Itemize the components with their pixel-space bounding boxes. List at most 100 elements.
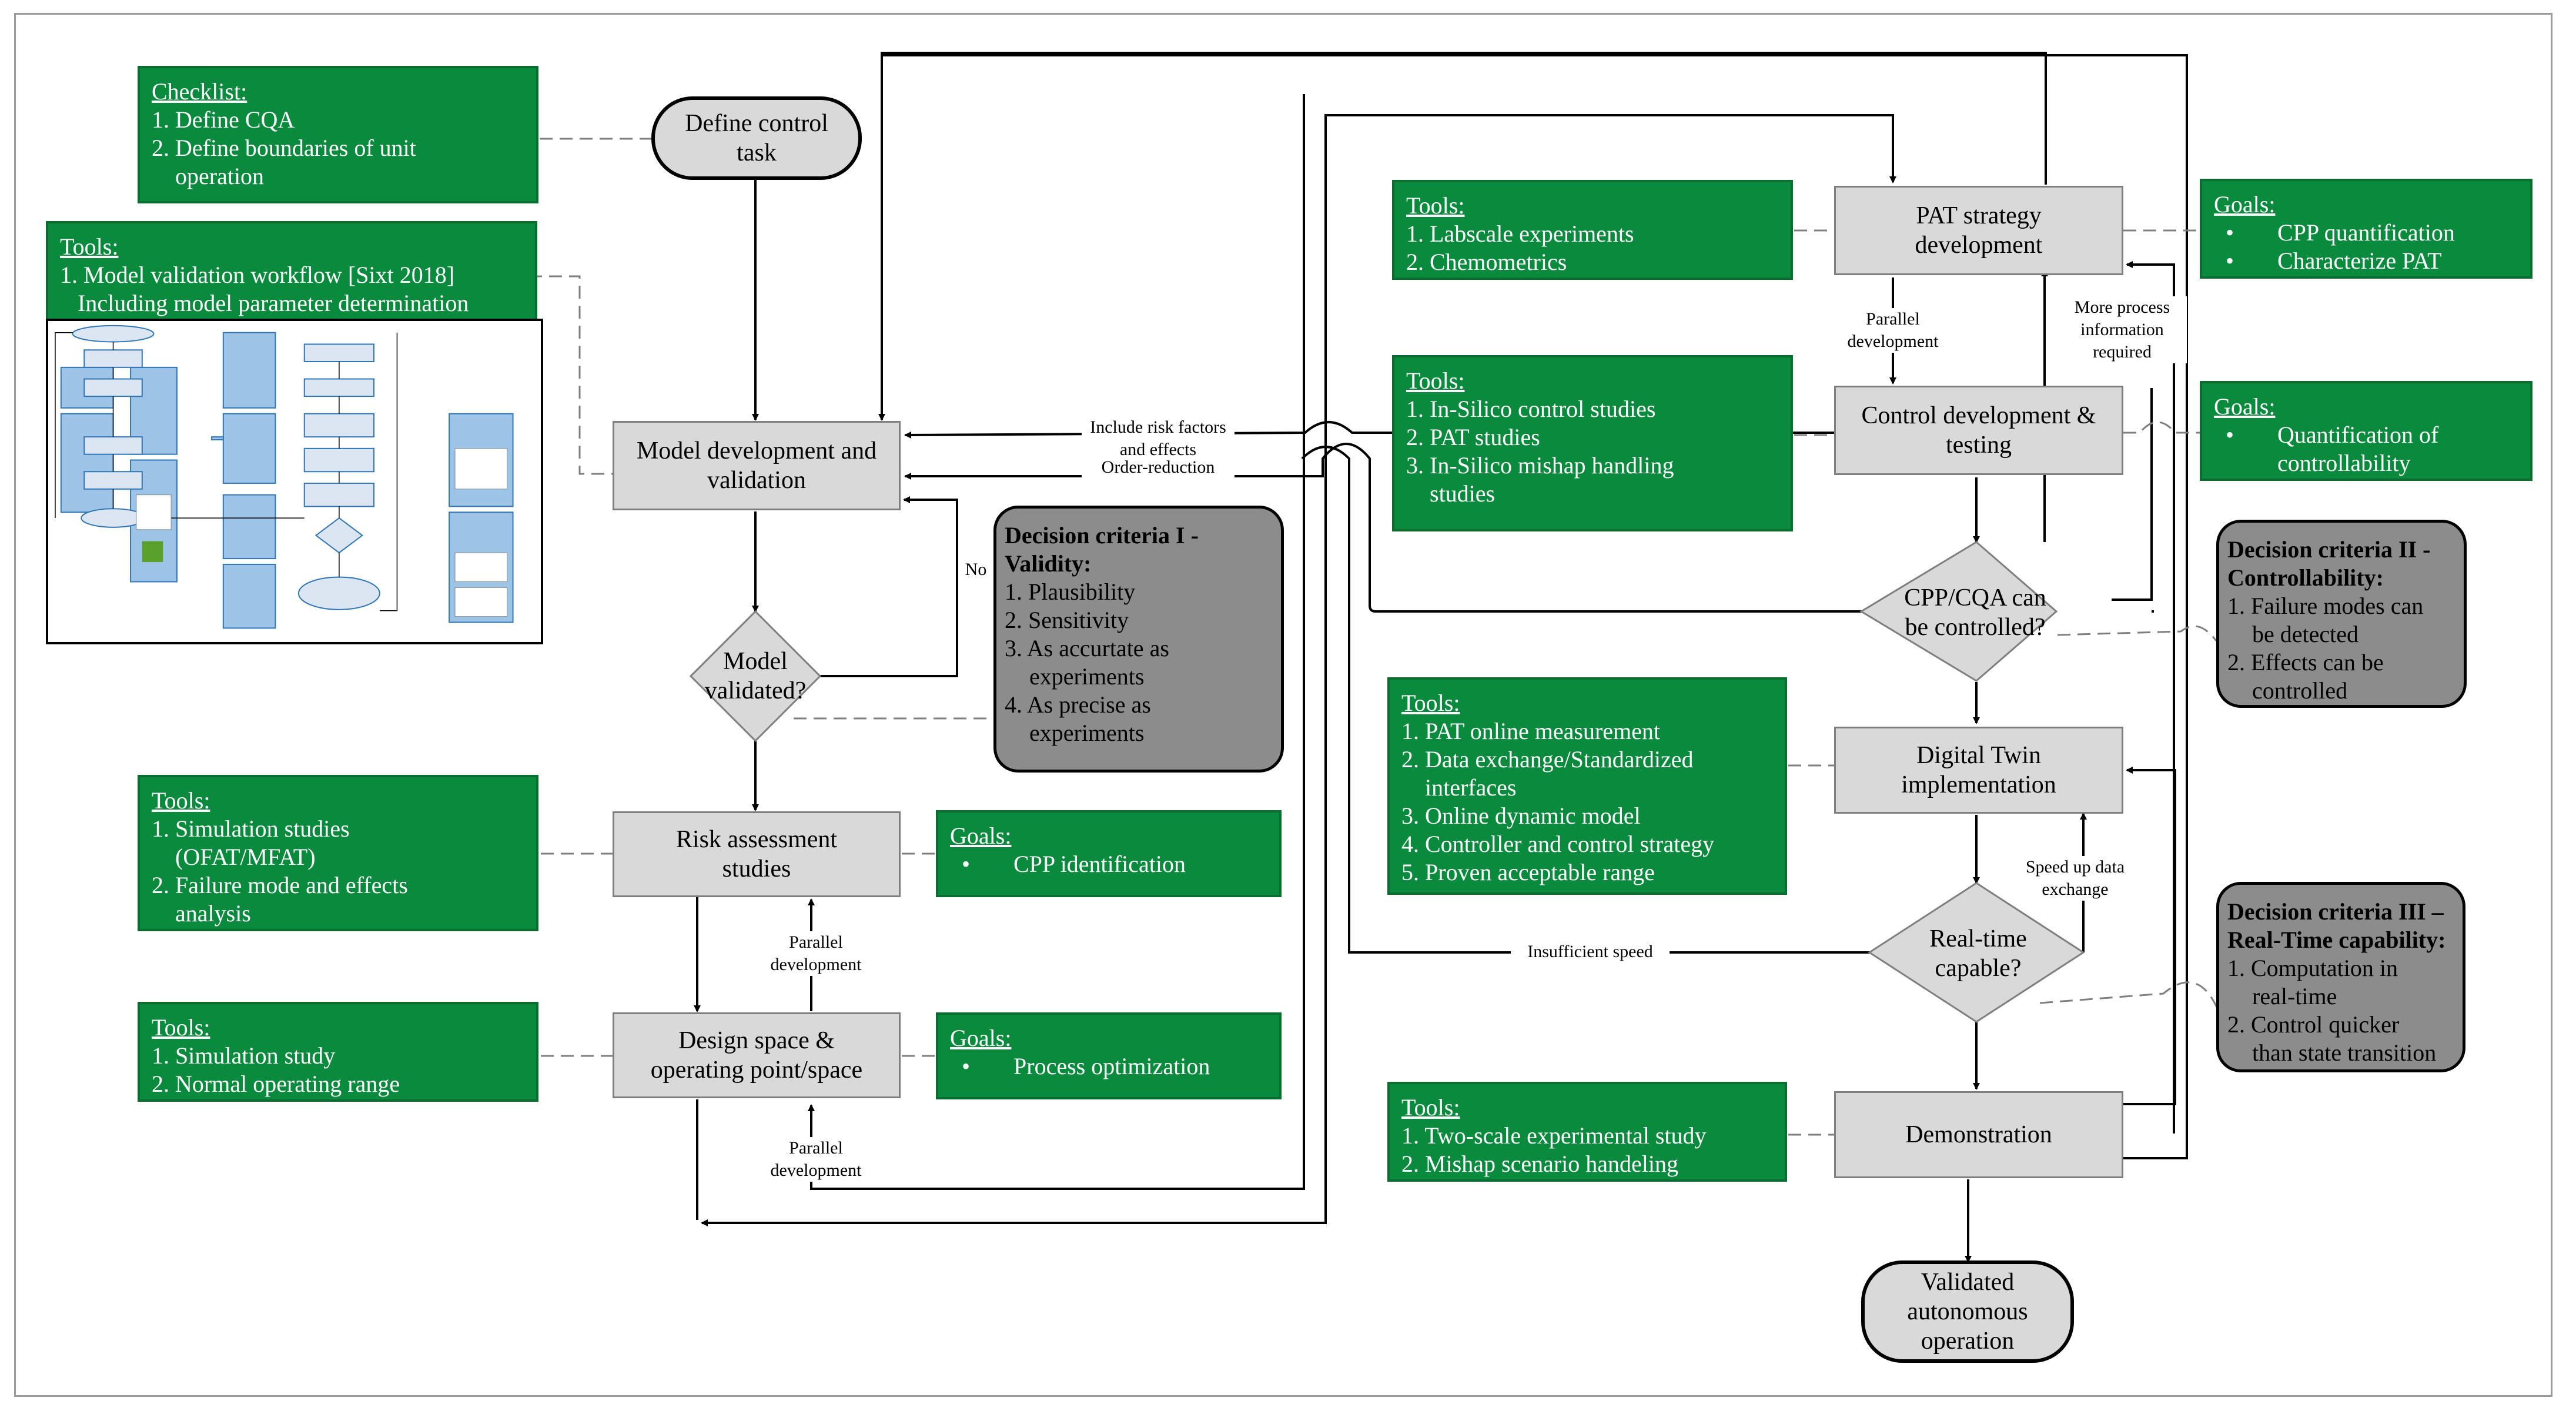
tools-pat-box: Tools: 1. Labscale experiments 2. Chemom… — [1392, 180, 1793, 280]
tools-item: analysis — [175, 900, 251, 927]
label-no: No — [958, 559, 993, 581]
decision-model-validated — [689, 610, 822, 743]
goals-design-box: Goals: Process optimization — [936, 1012, 1282, 1099]
tools-title: Tools: — [1401, 690, 1460, 716]
workflow-thumbnail-graphic — [55, 325, 514, 629]
step-pat-strategy: PAT strategy development — [1834, 186, 2123, 275]
dash-goals-control — [2123, 421, 2200, 434]
label-parallel-dev-design: Parallel development — [751, 1137, 881, 1182]
checklist-box: Checklist: 1. Define CQA 2. Define bound… — [138, 66, 538, 203]
step-risk-assessment: Risk assessment studies — [613, 811, 901, 897]
arrow-insufficient-speed — [1301, 446, 1875, 954]
criteria-item: 1. Failure modes can — [2227, 593, 2424, 619]
tools-item: 2. PAT studies — [1406, 424, 1540, 450]
label-insufficient-speed: Insufficient speed — [1511, 941, 1670, 963]
criteria-title: Decision criteria III – — [2227, 898, 2444, 925]
decision-real-time — [1868, 882, 2085, 1023]
step-define-control-task: Define control task — [651, 96, 862, 180]
criteria-title: Real-Time capability: — [2227, 927, 2446, 953]
tools-item: 1. Simulation study — [152, 1042, 336, 1069]
arrow-top-loop-to-model — [878, 52, 2047, 421]
criteria-item: 1. Plausibility — [1005, 579, 1136, 605]
decision-criteria-1: Decision criteria I - Validity: 1. Plaus… — [993, 506, 1284, 773]
label-include-risk: Include risk factors and effects — [1082, 416, 1235, 461]
goals-title: Goals: — [2214, 393, 2276, 420]
criteria-item: 1. Computation in — [2227, 955, 2398, 981]
criteria-title: Controllability: — [2227, 564, 2384, 591]
checklist-title: Checklist: — [152, 78, 247, 105]
criteria-item: 4. As precise as — [1005, 691, 1151, 718]
criteria-item: experiments — [1029, 663, 1145, 690]
step-design-space: Design space & operating point/space — [613, 1012, 901, 1098]
decision-criteria-2: Decision criteria II - Controllability: … — [2216, 520, 2467, 708]
tools-item: 2. Mishap scenario handeling — [1401, 1151, 1678, 1177]
tools-title: Tools: — [1406, 192, 1465, 219]
tools-item: 3. In-Silico mishap handling — [1406, 452, 1674, 479]
tools-risk-box: Tools: 1. Simulation studies (OFAT/MFAT)… — [138, 775, 538, 931]
goals-item: CPP quantification — [2214, 219, 2518, 247]
goals-risk-box: Goals: CPP identification — [936, 810, 1282, 897]
tools-item: 1. In-Silico control studies — [1406, 396, 1656, 422]
tools-item: (OFAT/MFAT) — [175, 844, 316, 870]
label-order-reduction: Order-reduction — [1082, 456, 1235, 479]
arrow-bottom-return — [701, 929, 1327, 1226]
tools-validation-box: Tools: 1. Model validation workflow [Six… — [46, 221, 537, 321]
decision-cpp-controlled — [1859, 541, 2058, 682]
decision-real-time-label: Real-time capable? — [1929, 925, 2027, 982]
dash-criteria2 — [2057, 625, 2217, 641]
label-parallel-dev-top: Parallel development — [1828, 308, 1958, 353]
criteria-item: experiments — [1029, 720, 1145, 746]
criteria-item: 2. Sensitivity — [1005, 607, 1129, 633]
criteria-title: Decision criteria II - — [2227, 536, 2431, 563]
goals-item: Characterize PAT — [2214, 247, 2518, 275]
criteria-item: 2. Effects can be — [2227, 649, 2384, 676]
dash-criteria3 — [2039, 981, 2220, 1012]
tools-item: 2. Normal operating range — [152, 1071, 400, 1097]
tools-item: 1. PAT online measurement — [1401, 718, 1660, 744]
goals-title: Goals: — [2214, 191, 2276, 218]
goals-item: controllability — [2277, 450, 2411, 476]
decision-cpp-controlled-label: CPP/CQA can be controlled? — [1904, 584, 2046, 641]
criteria-item: be detected — [2252, 621, 2358, 647]
label-speed-up: Speed up data exchange — [2010, 856, 2140, 901]
arrow-cpp-to-model — [904, 443, 1864, 613]
tools-title: Tools: — [1406, 367, 1465, 394]
tools-item: 3. Online dynamic model — [1401, 803, 1641, 829]
checklist-item: 1. Define CQA — [152, 106, 295, 133]
goals-item: Process optimization — [950, 1052, 1267, 1081]
criteria-item: 3. As accurtate as — [1005, 635, 1169, 661]
tools-item: 1. Labscale experiments — [1406, 220, 1634, 247]
diagram-frame — [14, 13, 2552, 1397]
label-more-process-info: More process information required — [2058, 296, 2187, 363]
criteria-title: Validity: — [1005, 550, 1092, 577]
tools-item: 2. Data exchange/Standardized — [1401, 746, 1694, 773]
dash-tools-validation — [529, 275, 613, 475]
tools-item: 5. Proven acceptable range — [1401, 859, 1655, 885]
goals-control-box: Goals: Quantification of controllability — [2200, 381, 2532, 481]
decision-model-validated-label: Model validated? — [704, 648, 807, 704]
tools-item: 2. Failure mode and effects — [152, 872, 408, 898]
tools-item: studies — [1430, 480, 1496, 507]
step-digital-twin: Digital Twin implementation — [1834, 727, 2123, 814]
tools-control-box: Tools: 1. In-Silico control studies 2. P… — [1392, 355, 1793, 531]
tools-item: 1. Simulation studies — [152, 815, 350, 842]
criteria-item: controlled — [2252, 677, 2348, 704]
tools-title: Tools: — [152, 1014, 210, 1041]
label-parallel-dev-risk: Parallel development — [751, 931, 881, 976]
tools-twin-box: Tools: 1. PAT online measurement 2. Data… — [1387, 677, 1787, 895]
step-control-development: Control development & testing — [1834, 386, 2123, 475]
arrow-cpp-to-pat-side — [2112, 388, 2153, 601]
criteria-title: Decision criteria I - — [1005, 522, 1199, 549]
tools-item: 2. Chemometrics — [1406, 249, 1567, 275]
validation-workflow-thumbnail — [46, 319, 543, 644]
tools-title: Tools: — [60, 233, 119, 260]
arrow-right-loop-twin — [2121, 767, 2176, 1105]
step-demonstration: Demonstration — [1834, 1091, 2123, 1178]
goals-pat-box: Goals: CPP quantification Characterize P… — [2200, 179, 2532, 279]
goals-item: Quantification of — [2214, 421, 2518, 449]
checklist-item: operation — [175, 163, 265, 189]
tools-item: interfaces — [1425, 774, 1517, 801]
tools-demo-box: Tools: 1. Two-scale experimental study 2… — [1387, 1082, 1787, 1182]
step-model-development: Model development and validation — [613, 421, 901, 510]
